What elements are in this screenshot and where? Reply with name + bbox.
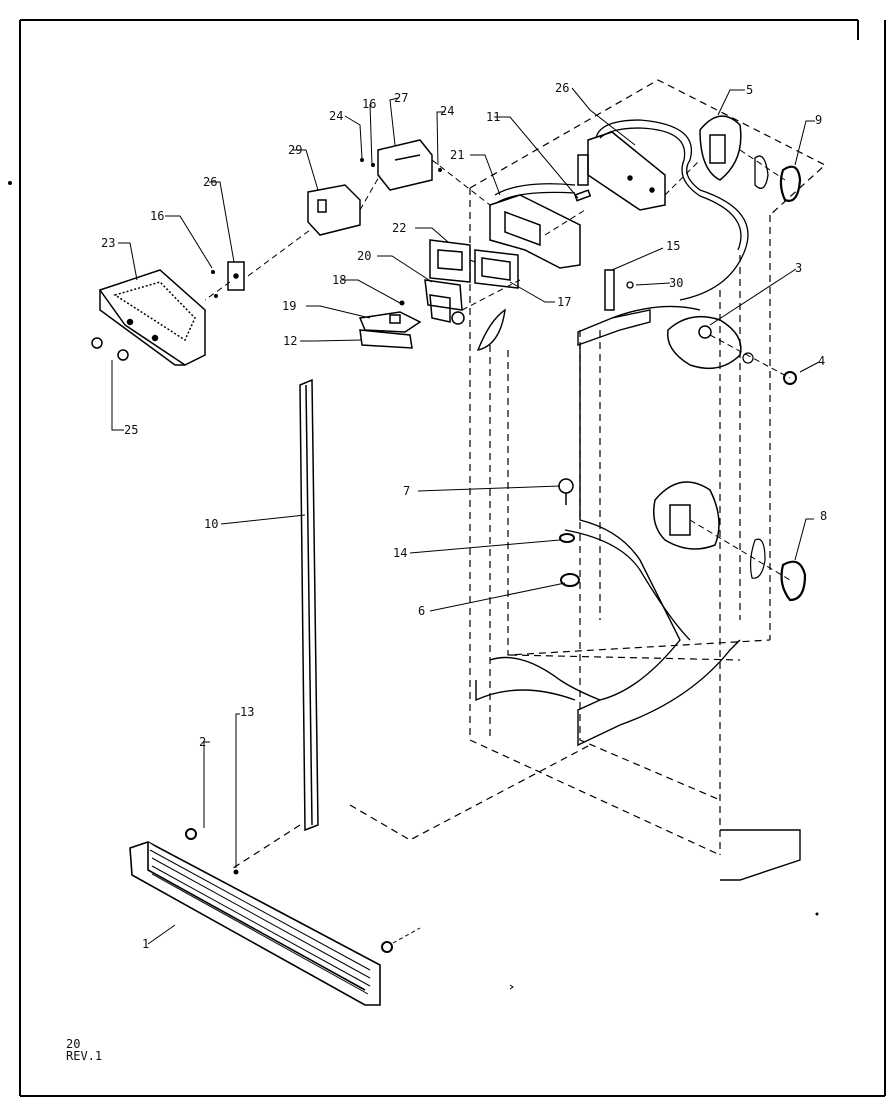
label-part-1: 1 xyxy=(142,937,149,951)
lens-8 xyxy=(780,560,807,602)
light-housing-5 xyxy=(699,115,742,181)
leader-lines xyxy=(111,87,820,945)
gasket-15 xyxy=(604,269,615,311)
stray-mark xyxy=(8,181,12,185)
label-part-2: 2 xyxy=(199,735,206,749)
stray-mark-3 xyxy=(509,984,514,990)
label-part-29: 29 xyxy=(288,143,302,157)
stray-mark-2 xyxy=(815,912,819,916)
board-26 xyxy=(577,131,666,211)
screw-16 xyxy=(211,270,215,274)
page-number: 20 xyxy=(66,1037,81,1051)
actuator-20 xyxy=(424,279,465,325)
part-labels: 1 2 3 4 5 6 7 8 9 10 11 12 13 14 15 16 1… xyxy=(101,81,827,951)
label-part-25: 25 xyxy=(124,423,138,437)
label-part-6: 6 xyxy=(418,604,425,618)
label-part-11: 11 xyxy=(486,110,500,124)
kick-plate-grille xyxy=(149,849,371,995)
label-part-19: 19 xyxy=(282,299,296,313)
screw-24 xyxy=(360,158,364,162)
label-part-13: 13 xyxy=(240,705,254,719)
housing-29 xyxy=(307,184,361,236)
light-housing-8 xyxy=(653,481,720,550)
label-part-5: 5 xyxy=(746,83,753,97)
screw-25b xyxy=(117,349,129,361)
assembly-guides xyxy=(204,149,791,581)
label-part-7: 7 xyxy=(403,484,410,498)
dispenser-cover-23 xyxy=(98,269,206,366)
label-part-9: 9 xyxy=(815,113,822,127)
bracket-28 xyxy=(227,261,245,291)
clip-13 xyxy=(233,869,239,875)
trim-strip-10 xyxy=(299,378,319,832)
revision-label: REV.1 xyxy=(66,1049,103,1063)
washer-6 xyxy=(560,573,580,587)
label-part-24b: 24 xyxy=(440,104,454,118)
switch-17 xyxy=(474,249,519,289)
nut-14 xyxy=(559,533,575,543)
label-part-17: 17 xyxy=(557,295,571,309)
screw-1b xyxy=(381,941,393,953)
lever-19 xyxy=(358,311,422,333)
label-part-15: 15 xyxy=(666,239,680,253)
label-part-8: 8 xyxy=(820,509,827,523)
grommet xyxy=(754,155,769,189)
bulb-socket-3 xyxy=(666,315,742,370)
control-assembly-21 xyxy=(489,189,592,269)
switch-22 xyxy=(429,239,471,283)
screw-2 xyxy=(185,828,197,840)
label-part-14: 14 xyxy=(393,546,407,560)
screw-18 xyxy=(399,300,405,306)
label-part-23: 23 xyxy=(101,236,115,250)
screw-25a xyxy=(91,337,103,349)
label-part-18: 18 xyxy=(332,273,346,287)
label-part-3: 3 xyxy=(795,261,802,275)
label-part-16b: 16 xyxy=(362,97,376,111)
label-part-26a: 26 xyxy=(555,81,569,95)
label-part-21: 21 xyxy=(450,148,464,162)
wire-harness xyxy=(494,119,749,641)
liner-panels xyxy=(475,305,801,881)
screw-24b xyxy=(438,168,442,172)
screw-30 xyxy=(626,281,634,289)
bracket-27 xyxy=(377,139,433,191)
page-border xyxy=(19,19,886,1097)
label-part-12: 12 xyxy=(283,334,297,348)
label-part-26b: 26 xyxy=(203,175,217,189)
label-part-4: 4 xyxy=(818,354,825,368)
label-part-24a: 24 xyxy=(329,109,343,123)
label-part-16a: 16 xyxy=(150,209,164,223)
label-part-20: 20 xyxy=(357,249,371,263)
label-part-27: 27 xyxy=(394,91,408,105)
fitting-7 xyxy=(558,478,574,494)
label-part-22: 22 xyxy=(392,221,406,235)
cabinet-outline xyxy=(229,79,827,871)
lens-9 xyxy=(779,165,802,202)
label-part-30: 30 xyxy=(669,276,683,290)
screw-16b xyxy=(214,294,218,298)
label-part-10: 10 xyxy=(204,517,218,531)
